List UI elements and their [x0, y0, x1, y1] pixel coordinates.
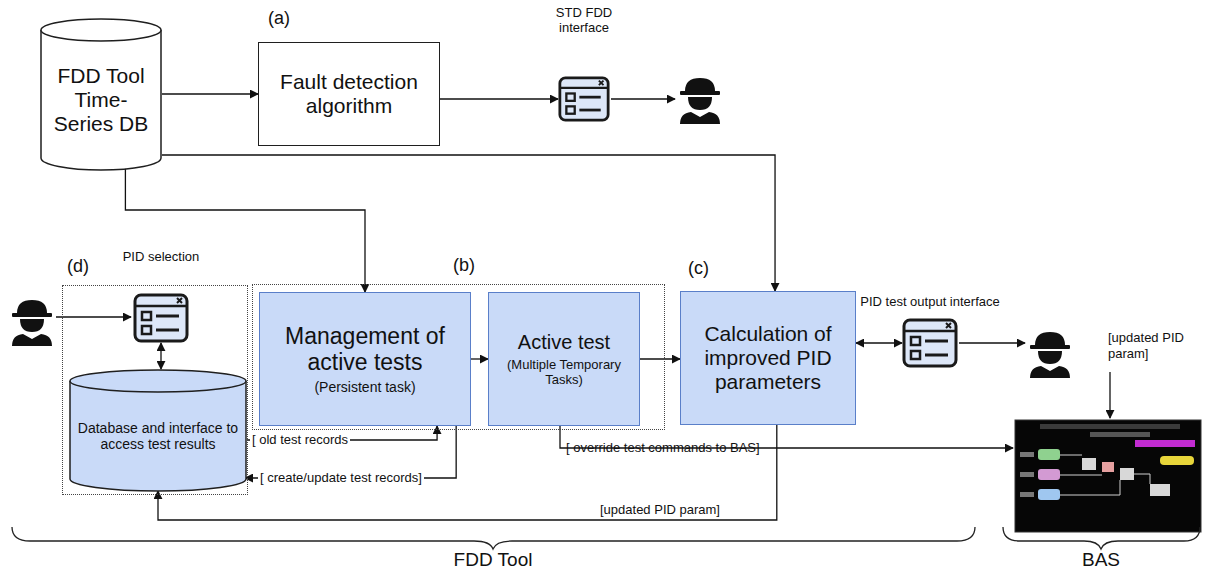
process-box: Active test (Multiple Temporary Tasks): [488, 292, 640, 426]
bas-block: [1038, 489, 1060, 500]
bas-bar: [1135, 440, 1195, 447]
window-icon: [558, 76, 610, 122]
bas-block: [1038, 449, 1060, 460]
bas-bar: [1040, 424, 1180, 429]
connector: [640, 358, 680, 359]
connector: [125, 167, 365, 292]
bas-pill: [1160, 456, 1194, 465]
worker-icon: [1030, 332, 1070, 378]
cylinder-body: [41, 30, 161, 170]
cylinder-body: [70, 381, 246, 491]
bas-bar: [1090, 432, 1150, 437]
bas-block: [1102, 462, 1114, 472]
brace: [1003, 527, 1200, 549]
node-text: Active test: [518, 331, 610, 354]
node-text: Fault detection algorithm: [267, 70, 431, 118]
node-text: FDD Tool Time-Series DB: [48, 64, 154, 136]
window-icon: [902, 318, 958, 368]
node-text: Calculation of improved PID parameters: [689, 322, 847, 394]
arrow-to-user: [611, 98, 675, 99]
icon-label: STD FDD interface: [544, 5, 624, 36]
bas-bar: [1020, 472, 1034, 477]
database-cylinder: Database and interface to access test re…: [69, 369, 247, 491]
node-text: Database and interface to access test re…: [77, 420, 239, 452]
interface-icon: STD FDD interface: [558, 76, 610, 122]
arrow-label: [updated PID param]: [1108, 330, 1200, 361]
window-icon-shape: [904, 320, 956, 366]
bas-bar: [1020, 492, 1034, 497]
window-icon-shape: [560, 78, 608, 120]
edge-label: [ create/update test records]: [258, 470, 424, 486]
bas-block: [1082, 458, 1096, 470]
cylinder-top: [70, 370, 246, 392]
interface-icon: PID test output interface: [902, 318, 958, 368]
database-cylinder: FDD Tool Time-Series DB: [40, 18, 162, 170]
connector: [162, 93, 258, 94]
icon-label: PID test output interface: [860, 294, 1000, 310]
brace-label: BAS: [1082, 549, 1120, 572]
arrow-from-user: [56, 316, 131, 317]
node-text: (Persistent task): [314, 379, 415, 395]
brace-label: FDD Tool: [454, 549, 533, 572]
edge-label: [ old test records: [250, 432, 350, 448]
brace: [12, 527, 975, 549]
group-letter: (d): [67, 256, 89, 277]
connector: [160, 343, 161, 369]
bas-screenshot: [1015, 420, 1201, 532]
worker-icon: [12, 300, 52, 346]
process-box: Fault detection algorithm: [258, 42, 440, 146]
process-box: Calculation of improved PID parameters: [680, 291, 856, 425]
bas-block: [1150, 484, 1170, 496]
part-letter: (a): [268, 8, 290, 30]
group-letter: (b): [453, 255, 475, 276]
dotted-group: (d)PID selectionDatabase and interface t…: [62, 285, 248, 495]
worker-icon: [680, 78, 720, 124]
connector: [158, 425, 777, 520]
arrow-to-bas: [1109, 372, 1110, 418]
icon-label: PID selection: [106, 249, 216, 265]
connector: [471, 358, 488, 359]
bas-bar: [1020, 452, 1034, 457]
bas-block: [1038, 469, 1060, 480]
connector: [856, 342, 902, 343]
node-text: Management of active tests: [268, 323, 462, 376]
process-box: Management of active tests (Persistent ta…: [259, 292, 471, 426]
dotted-group: (b)Management of active tests(Persistent…: [252, 284, 665, 430]
edge-label: [updated PID param]: [598, 502, 722, 518]
bas-block: [1120, 468, 1134, 480]
window-icon: [133, 293, 189, 343]
arrow-label: [ override test commands to BAS]: [566, 440, 760, 456]
connector: [440, 98, 558, 99]
cylinder-top: [41, 19, 161, 41]
connector: [162, 155, 775, 291]
arrow-to-user: [959, 342, 1025, 343]
bas-wire: [1060, 455, 1150, 495]
part-letter: (c): [688, 258, 709, 280]
node-text: (Multiple Temporary Tasks): [497, 358, 631, 388]
bas-screen: [1015, 420, 1201, 532]
interface-icon: PID selection: [133, 293, 189, 343]
window-icon-shape: [135, 295, 187, 341]
